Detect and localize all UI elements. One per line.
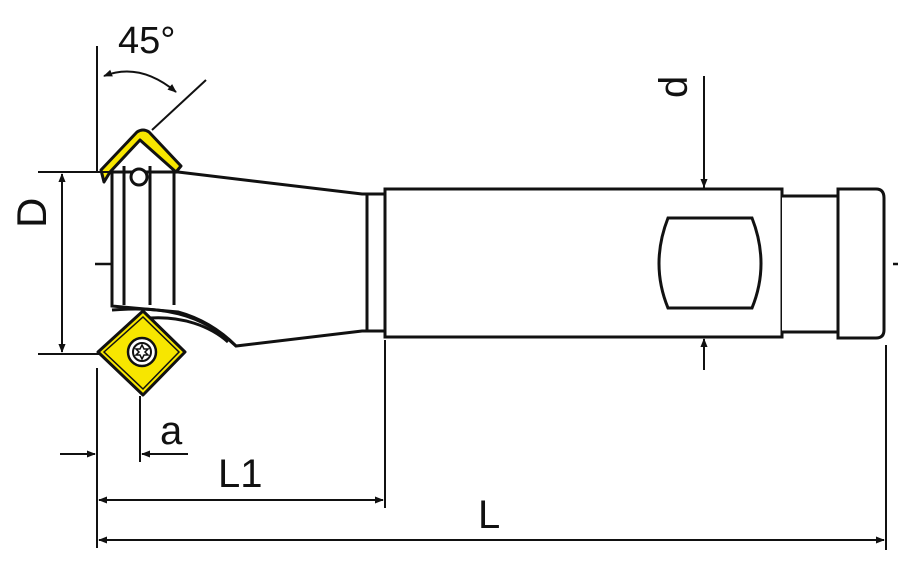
lower-pocket-curve	[111, 307, 238, 348]
lower-insert	[96, 309, 187, 397]
offset-label: a	[160, 409, 183, 453]
shank-end-cap	[836, 187, 886, 340]
length1-label: L1	[218, 452, 263, 496]
coolant-hole	[129, 167, 149, 187]
chip-pocket	[122, 166, 176, 305]
total-length-label: L	[478, 493, 500, 537]
shank-flat	[657, 216, 763, 310]
upper-insert	[99, 128, 183, 184]
shank-diameter-label: d	[652, 76, 696, 98]
diameter-label: D	[8, 198, 55, 228]
angle-ref-line-slanted	[151, 79, 207, 131]
lower-pocket-curve-inner	[149, 316, 229, 344]
angle-arc	[103, 69, 177, 93]
shank-end-neck	[782, 194, 840, 334]
angle-label: 45°	[118, 20, 175, 62]
neck-ring	[365, 192, 387, 333]
torx-screw-icon	[126, 336, 158, 368]
